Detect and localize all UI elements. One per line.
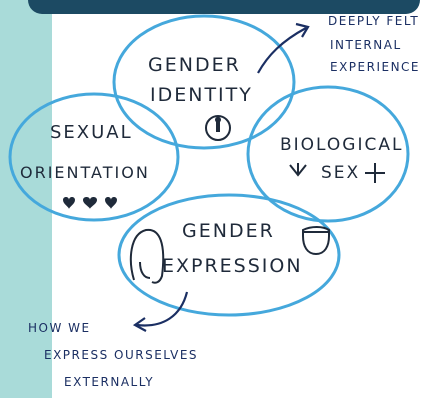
biological-sex-circle — [246, 85, 410, 223]
sexual-orientation-circle — [8, 92, 180, 222]
sexual-orientation-label-1: SEXUAL — [50, 122, 133, 143]
gender-expression-circle — [117, 193, 341, 317]
expression-note-line-2: EXPRESS OURSELVES — [44, 348, 198, 362]
sexual-orientation-label-2: ORIENTATION — [20, 163, 150, 182]
gender-identity-label-2: IDENTITY — [150, 84, 253, 106]
left-decorative-band — [0, 0, 52, 398]
long-hair-face-icon — [129, 228, 165, 284]
hearts-icon — [63, 197, 117, 209]
top-decorative-band — [28, 0, 420, 14]
identity-note-line-3: EXPERIENCE — [330, 60, 420, 74]
expression-note-line-3: EXTERNALLY — [64, 375, 154, 389]
biological-sex-label-2: SEX — [321, 163, 360, 183]
gender-expression-label-2: EXPRESSION — [162, 255, 303, 277]
gender-identity-circle — [112, 14, 296, 150]
brain-head-icon — [205, 115, 231, 141]
symbols-icon — [289, 163, 385, 183]
identity-note-line-1: DEEPLY FELT — [328, 14, 419, 28]
expression-note-line-1: HOW WE — [28, 321, 91, 335]
short-hair-face-icon — [302, 226, 330, 256]
gender-identity-label-1: GENDER — [148, 54, 241, 76]
identity-arrow — [257, 22, 310, 74]
gender-expression-label-1: GENDER — [182, 220, 275, 242]
biological-sex-label-1: BIOLOGICAL — [280, 135, 403, 155]
expression-arrow — [132, 291, 189, 332]
identity-note-line-2: INTERNAL — [330, 38, 402, 52]
